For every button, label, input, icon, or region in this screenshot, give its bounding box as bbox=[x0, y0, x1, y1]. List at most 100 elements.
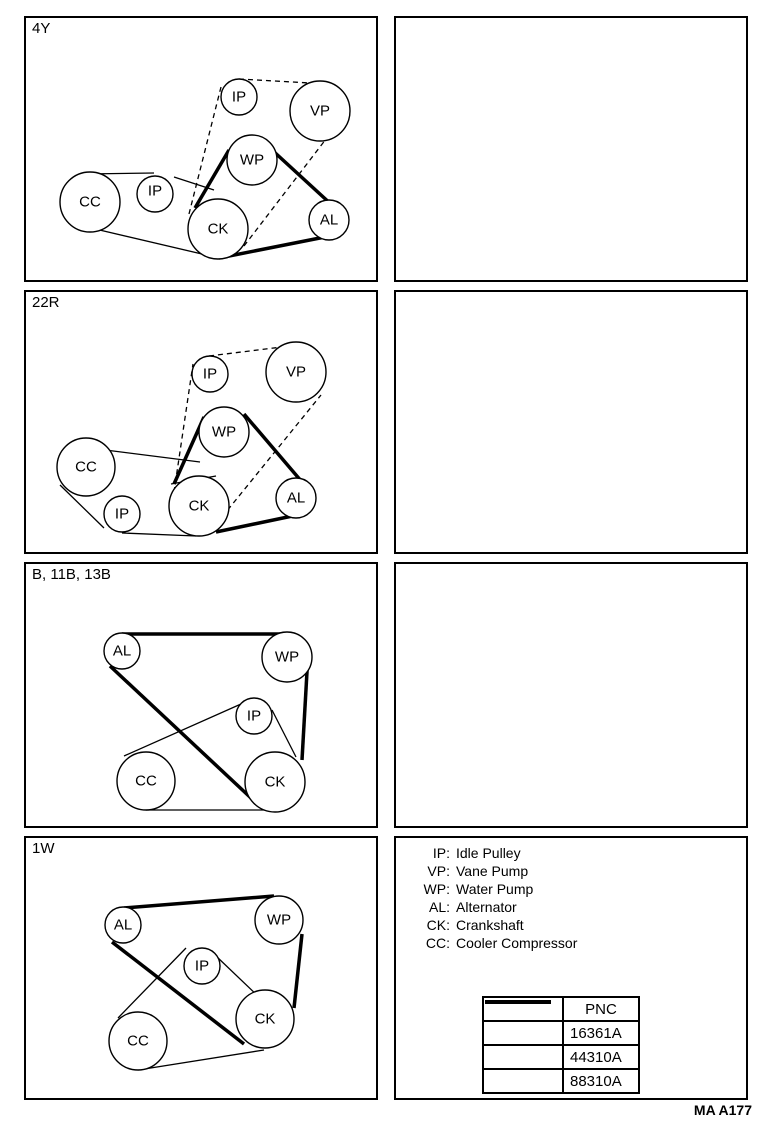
panel-label: 1W bbox=[32, 840, 55, 857]
belt-dashed bbox=[173, 363, 194, 493]
legend-item: CK: Crankshaft bbox=[402, 916, 577, 934]
label-al: AL bbox=[114, 917, 132, 934]
pulley-vp bbox=[289, 80, 351, 142]
pulley-ip bbox=[191, 355, 229, 393]
pulley-wp bbox=[261, 631, 313, 683]
panel-22r: CC IP CK WP AL IP VP 22R bbox=[24, 290, 378, 554]
diagram-1w: AL WP IP CC CK bbox=[104, 894, 304, 1071]
panel-label: 22R bbox=[32, 294, 60, 311]
panel-4y: CC IP CK WP AL IP VP 4Y bbox=[24, 16, 378, 282]
belt-thin bbox=[137, 1049, 265, 1071]
panel-empty-2 bbox=[394, 290, 748, 554]
legend-item: VP: Vane Pump bbox=[402, 862, 577, 880]
label-wp: WP bbox=[212, 424, 236, 441]
panel-empty-1 bbox=[394, 16, 748, 282]
pulley-vp bbox=[265, 341, 327, 403]
pnc-header: PNC bbox=[562, 996, 640, 1022]
label-cc: CC bbox=[75, 459, 97, 476]
label-al: AL bbox=[287, 490, 305, 507]
belt-dashed bbox=[238, 78, 311, 84]
label-al: AL bbox=[320, 212, 338, 229]
label-ip: IP bbox=[247, 708, 261, 725]
belt-thick bbox=[193, 149, 231, 209]
legend-name: Vane Pump bbox=[456, 863, 529, 879]
figure-code: MA A177 bbox=[693, 1102, 752, 1118]
label-ip: IP bbox=[203, 366, 217, 383]
label-wp: WP bbox=[267, 912, 291, 929]
belt-thick bbox=[108, 664, 253, 800]
belt-thick bbox=[292, 933, 304, 1009]
legend-abbr: AL: bbox=[428, 899, 450, 915]
label-ip: IP bbox=[148, 183, 162, 200]
legend-abbr: CK: bbox=[426, 917, 450, 933]
label-ck: CK bbox=[255, 1011, 276, 1028]
belt-dashed bbox=[208, 345, 291, 357]
legend-item: CC:Cooler Compressor bbox=[402, 934, 578, 952]
panel-empty-3 bbox=[394, 562, 748, 828]
belt-thick bbox=[110, 940, 246, 1046]
legend-panel: IP:Idle Pulley VP: Vane Pump WP:Water Pum… bbox=[394, 836, 748, 1100]
pulley-cc bbox=[116, 751, 176, 811]
belt-dashed bbox=[221, 394, 322, 518]
belt-dashed bbox=[243, 125, 337, 247]
belt-dashed bbox=[188, 86, 222, 215]
legend-name: Idle Pulley bbox=[456, 845, 521, 861]
legend-abbr: VP: bbox=[427, 863, 450, 879]
label-vp: VP bbox=[286, 364, 306, 381]
pnc-row: 44310A bbox=[482, 1001, 640, 1070]
panel-b-11b-13b: AL WP IP CC CK B, 11B, 13B bbox=[24, 562, 378, 828]
pnc-row: 16361A bbox=[482, 1000, 640, 1046]
belt-thin bbox=[90, 227, 220, 259]
belt-style-thin bbox=[482, 1001, 564, 1094]
panel-1w: AL WP IP CC CK 1W bbox=[24, 836, 378, 1100]
legend-item: WP:Water Pump bbox=[402, 880, 577, 898]
belt-thin bbox=[59, 484, 105, 529]
pulley-ip bbox=[103, 495, 141, 533]
label-ip: IP bbox=[232, 89, 246, 106]
belt-thick bbox=[215, 512, 303, 534]
pulley-ip bbox=[220, 78, 258, 116]
belt-thick bbox=[242, 412, 304, 484]
pulley-ip bbox=[235, 697, 273, 735]
label-cc: CC bbox=[127, 1033, 149, 1050]
pnc-code: 88310A bbox=[562, 1068, 640, 1094]
pnc-table: PNC 16361A 44310A 88310A bbox=[482, 996, 640, 1094]
pulley-ck bbox=[244, 751, 306, 813]
legend-name: Water Pump bbox=[456, 881, 534, 897]
label-al: AL bbox=[113, 643, 131, 660]
diagram-4y: CC IP CK WP AL IP VP bbox=[59, 78, 351, 260]
belt-thick bbox=[270, 148, 335, 208]
pnc-code: 44310A bbox=[562, 1044, 640, 1070]
belt-thin bbox=[123, 699, 251, 757]
legend-item: IP:Idle Pulley bbox=[402, 844, 577, 862]
pnc-row: 88310A bbox=[482, 1001, 640, 1094]
legend-name: Alternator bbox=[456, 899, 517, 915]
belt-thin bbox=[215, 955, 261, 999]
label-cc: CC bbox=[135, 773, 157, 790]
label-ck: CK bbox=[208, 221, 229, 238]
pulley-ip bbox=[183, 947, 221, 985]
pnc-code: 16361A bbox=[562, 1020, 640, 1046]
pulley-al bbox=[104, 906, 142, 944]
belt-thick bbox=[123, 894, 275, 910]
label-wp: WP bbox=[275, 649, 299, 666]
label-ip: IP bbox=[115, 506, 129, 523]
label-ck: CK bbox=[189, 498, 210, 515]
pulley-wp bbox=[198, 406, 250, 458]
pulley-cc bbox=[56, 437, 116, 497]
belt-thin bbox=[121, 532, 197, 537]
pulley-al bbox=[308, 199, 350, 241]
belt-thin bbox=[271, 709, 297, 758]
legend-name: Crankshaft bbox=[456, 917, 524, 933]
pulley-al bbox=[275, 477, 317, 519]
panel-label: 4Y bbox=[32, 20, 51, 37]
label-ip: IP bbox=[195, 958, 209, 975]
legend-item: AL: Alternator bbox=[402, 898, 577, 916]
pulley-ck bbox=[187, 198, 249, 260]
belt-thin bbox=[117, 947, 187, 1019]
belt-style-dashed bbox=[482, 1001, 564, 1070]
belt-style-thick bbox=[482, 1000, 564, 1046]
pulley-wp bbox=[226, 134, 278, 186]
pulley-al bbox=[103, 632, 141, 670]
label-wp: WP bbox=[240, 152, 264, 169]
